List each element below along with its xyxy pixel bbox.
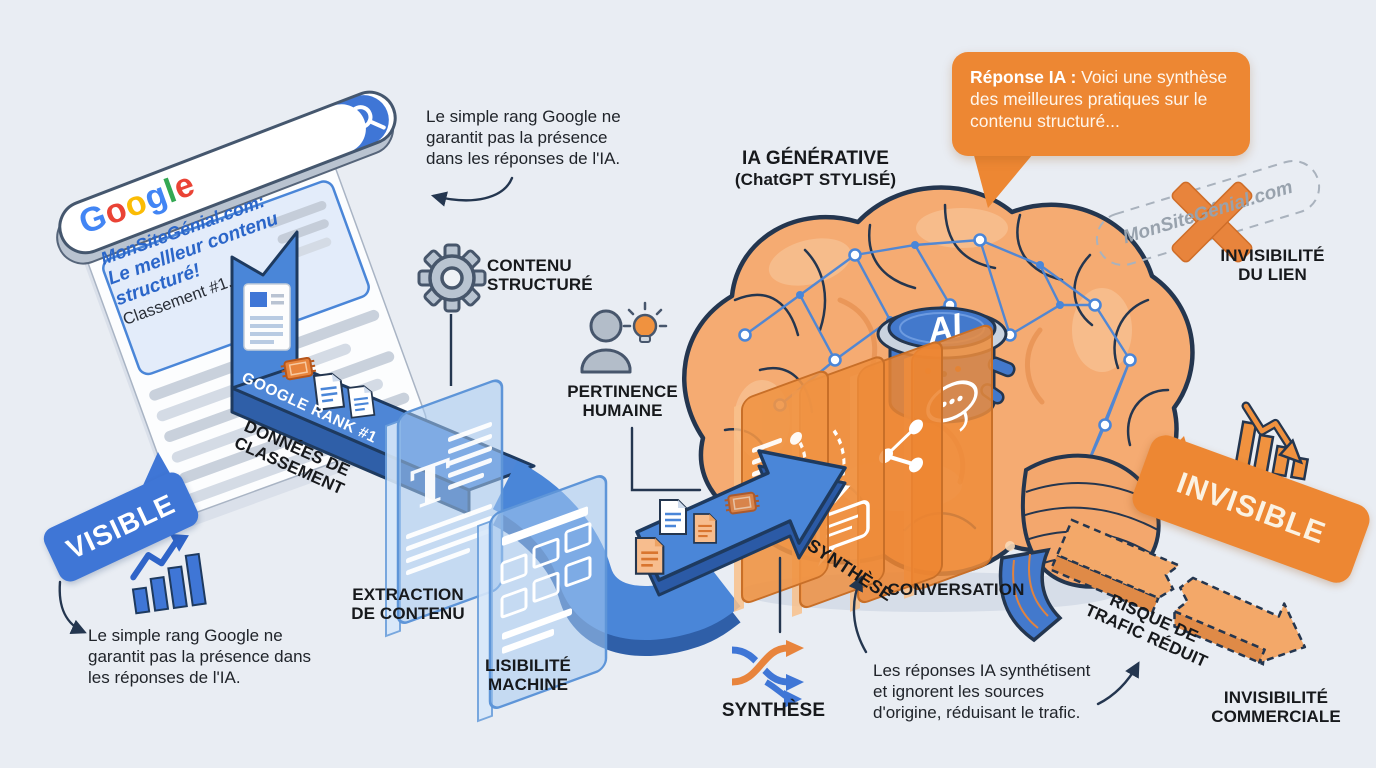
- schema-icon: [500, 506, 592, 654]
- glass-panel-readability: [477, 475, 608, 723]
- x-mark-icon: [1171, 181, 1253, 263]
- dashed-link-capsule: [1095, 159, 1321, 267]
- arrow-top-note: [430, 176, 514, 207]
- magnifier-icon: [348, 105, 386, 130]
- gear-icon: [417, 243, 487, 313]
- bubble-tail: [972, 148, 1038, 208]
- connector-human: [630, 426, 702, 492]
- declining-chart-icon: [1233, 401, 1310, 481]
- text-extract-icon: T: [406, 422, 492, 576]
- idea-bulb-icon: [622, 301, 668, 343]
- arrow-to-synthesis: [848, 575, 868, 654]
- webpage-doc-icon: [243, 283, 291, 351]
- glass-panel-extraction: T: [385, 379, 504, 638]
- brain-stem: [998, 547, 1063, 643]
- broken-arrow: [1049, 518, 1307, 666]
- search-pill: [56, 90, 397, 265]
- user-icon: [580, 309, 632, 374]
- svg-text:T: T: [410, 447, 450, 525]
- synthesis-arrows-icon: [731, 640, 804, 708]
- arrow-to-risk: [1096, 661, 1140, 706]
- rising-chart-icon: [130, 533, 207, 615]
- arrow-bottom-left-note: [58, 580, 87, 635]
